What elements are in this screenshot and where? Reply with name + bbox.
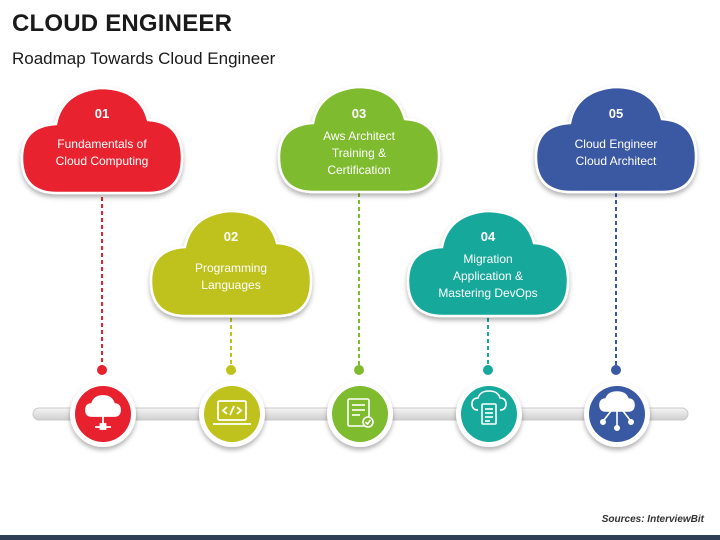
- step-5-cloud: [534, 85, 698, 194]
- step-2-label-line-1: Programming: [195, 261, 267, 275]
- cloud-connections-icon: [599, 391, 635, 431]
- step-3: 03 Aws Architect Training & Certificatio…: [277, 85, 441, 447]
- certificate-icon: [347, 398, 374, 428]
- source-note: Sources: InterviewBit: [601, 514, 704, 525]
- step-2-cloud: [149, 209, 313, 318]
- step-1: 01 Fundamentals of Cloud Computing: [20, 86, 184, 447]
- step-3-number: 03: [352, 106, 366, 121]
- step-4: 04 Migration Application & Mastering Dev…: [406, 209, 570, 447]
- step-1-dot: [97, 365, 107, 375]
- step-4-cloud: [406, 209, 570, 318]
- step-2-number: 02: [224, 229, 238, 244]
- step-3-dot: [354, 365, 364, 375]
- step-2-label-line-2: Languages: [201, 278, 260, 292]
- step-4-label-line-3: Mastering DevOps: [438, 286, 537, 300]
- step-4-number: 04: [481, 229, 496, 244]
- step-2: 02 Programming Languages: [149, 209, 313, 447]
- step-5-label-line-2: Cloud Architect: [576, 154, 657, 168]
- step-5-label-line-1: Cloud Engineer: [575, 137, 658, 151]
- step-2-dot: [226, 365, 236, 375]
- page-title: CLOUD ENGINEER: [12, 10, 233, 37]
- cloud-document-icon: [471, 390, 507, 425]
- step-2-icon-circle: [204, 386, 260, 442]
- step-5: 05 Cloud Engineer Cloud Architect: [534, 85, 698, 447]
- step-3-label-line-3: Certification: [327, 163, 390, 177]
- step-3-icon-circle: [332, 386, 388, 442]
- step-3-cloud: [277, 85, 441, 194]
- step-4-dot: [483, 365, 493, 375]
- step-3-label-line-2: Training &: [332, 146, 386, 160]
- step-1-cloud: [20, 86, 184, 195]
- step-4-label-line-2: Application &: [453, 269, 523, 283]
- step-1-label-line-2: Cloud Computing: [56, 154, 149, 168]
- cloud-network-icon: [85, 395, 121, 430]
- page-subtitle: Roadmap Towards Cloud Engineer: [12, 49, 276, 68]
- laptop-code-icon: [213, 400, 251, 425]
- step-5-number: 05: [609, 106, 623, 121]
- step-4-label-line-1: Migration: [463, 252, 512, 266]
- footer-bar: [0, 535, 720, 540]
- step-3-label-line-1: Aws Architect: [323, 129, 395, 143]
- step-1-label-line-1: Fundamentals of: [57, 137, 147, 151]
- step-5-dot: [611, 365, 621, 375]
- step-1-number: 01: [95, 106, 109, 121]
